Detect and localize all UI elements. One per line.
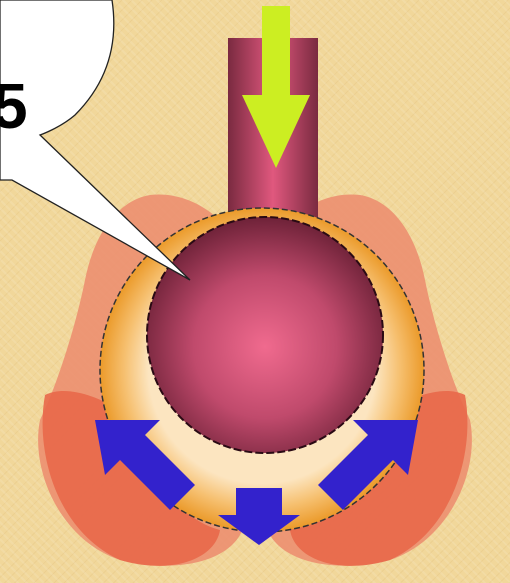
callout-number: 5 [0, 70, 28, 142]
inflated-ball [147, 217, 383, 453]
